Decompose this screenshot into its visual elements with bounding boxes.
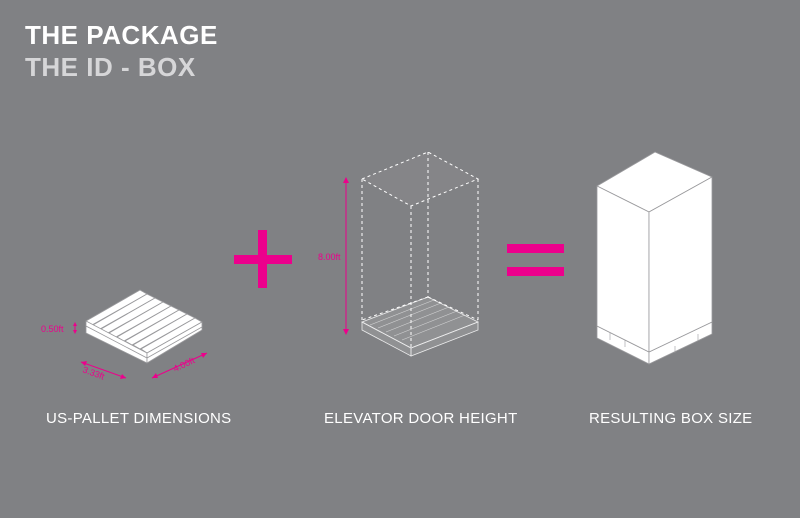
pallet-width-label: 3.33ft bbox=[81, 364, 106, 381]
resulting-box-illustration bbox=[596, 151, 713, 365]
elevator-height-label: 8.00ft bbox=[318, 252, 341, 262]
page-title: THE PACKAGE bbox=[25, 20, 218, 50]
pallet-height-label: 0.50ft bbox=[41, 324, 64, 334]
caption-resulting-box-size: RESULTING BOX SIZE bbox=[589, 410, 753, 427]
equals-operator-icon bbox=[507, 244, 564, 276]
pallet-illustration bbox=[85, 289, 203, 364]
page-subtitle: THE ID - BOX bbox=[25, 52, 196, 82]
caption-pallet-dimensions: US-PALLET DIMENSIONS bbox=[46, 410, 232, 427]
caption-elevator-door-height: ELEVATOR DOOR HEIGHT bbox=[324, 410, 518, 427]
pallet-depth-label: 4.00ft bbox=[172, 355, 197, 374]
pallet-dimension-arrows bbox=[73, 322, 208, 379]
elevator-height-arrow bbox=[343, 177, 349, 335]
plus-operator-icon bbox=[234, 230, 292, 288]
elevator-volume-illustration bbox=[360, 151, 480, 357]
resulting-box-pallet-slats bbox=[609, 333, 699, 353]
